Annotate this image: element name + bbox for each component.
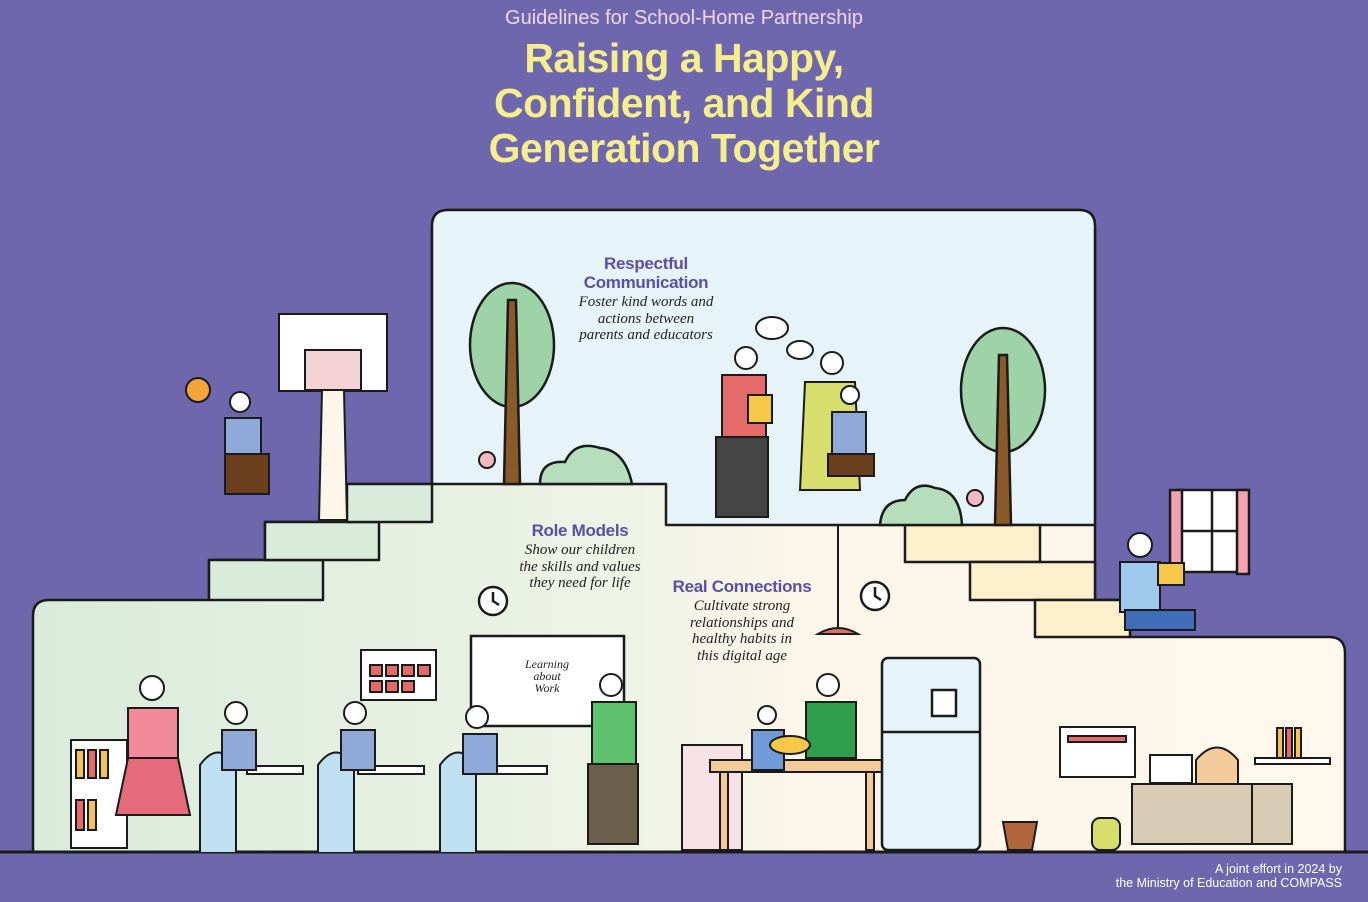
section-real-connections: Real Connections Cultivate strong relati… <box>642 577 842 664</box>
child-jumping <box>224 391 270 495</box>
whiteboard-line: Learning <box>524 657 569 671</box>
section-heading: Real Connections <box>642 577 842 596</box>
description-line: Show our children <box>524 542 636 558</box>
educator-figure <box>587 673 639 845</box>
section-respectful-communication: Respectful Communication Foster kind wor… <box>546 254 746 344</box>
potted-plant <box>1001 821 1039 851</box>
heading-line: Communication <box>583 273 709 292</box>
bush <box>538 444 634 486</box>
section-description: Foster kind words and actions between pa… <box>546 294 746 344</box>
description-line: actions between <box>597 310 695 327</box>
description-line: healthy habits in <box>692 631 792 647</box>
whiteboard-line: about <box>533 669 561 683</box>
poster-title: Raising a Happy, Confident, and Kind Gen… <box>0 36 1368 171</box>
basketball-icon <box>185 377 211 403</box>
description-line: parents and educators <box>579 327 713 343</box>
ceiling-lamp <box>814 627 862 635</box>
section-description: Show our children the skills and values … <box>480 542 680 592</box>
flower-icon <box>966 489 984 507</box>
description-line: the skills and values <box>519 558 641 575</box>
students <box>221 701 498 775</box>
notice-board <box>1059 726 1136 778</box>
bookshelf <box>70 739 128 849</box>
section-heading: Respectful Communication <box>546 254 746 292</box>
poster-subtitle: Guidelines for School-Home Partnership <box>505 7 863 29</box>
description-line: this digital age <box>697 647 787 664</box>
title-line: Generation Together <box>488 125 880 171</box>
bush <box>878 484 964 527</box>
refrigerator <box>880 656 982 852</box>
calendar-board <box>360 649 437 701</box>
whiteboard-text: Learning about Work <box>507 658 587 694</box>
section-role-models: Role Models Show our children the skills… <box>480 521 680 592</box>
credit-text: A joint effort in 2024 by the Ministry o… <box>1116 862 1342 890</box>
speech-bubble-icon <box>755 316 814 360</box>
title-line: Raising a Happy, <box>524 35 844 81</box>
section-description: Cultivate strong relationships and healt… <box>642 598 842 664</box>
basketball-hoop <box>185 313 388 521</box>
parent-cooking <box>751 673 857 771</box>
heading-line: Role Models <box>531 521 629 540</box>
heading-line: Real Connections <box>672 577 812 596</box>
credit-line: the Ministry of Education and COMPASS <box>1115 876 1342 890</box>
reading-girl <box>1119 532 1196 631</box>
title-line: Confident, and Kind <box>494 80 874 126</box>
teacher-figure <box>715 346 773 518</box>
mother-figure <box>114 675 192 816</box>
credit-line: A joint effort in 2024 by <box>1215 862 1342 876</box>
window <box>1168 488 1251 576</box>
description-line: they need for life <box>529 575 631 591</box>
description-line: relationships and <box>689 614 795 631</box>
flower-icon <box>478 451 496 469</box>
whiteboard-line: Work <box>534 681 560 695</box>
tree <box>959 326 1047 527</box>
tree <box>468 281 556 486</box>
clock-icon <box>477 585 509 617</box>
section-heading: Role Models <box>480 521 680 540</box>
description-line: Foster kind words and <box>578 294 714 310</box>
backpack-icon <box>1091 817 1121 851</box>
heading-line: Respectful <box>604 254 688 273</box>
clock-icon <box>859 580 891 612</box>
child-figure <box>827 385 875 477</box>
description-line: Cultivate strong <box>693 598 791 614</box>
study-desk <box>1131 727 1331 845</box>
